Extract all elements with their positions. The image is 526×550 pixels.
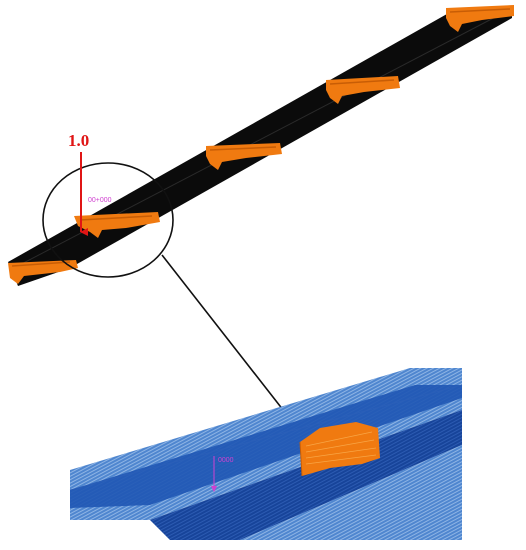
inset-load-marker — [211, 456, 217, 492]
inset-node-tag: 0000 — [218, 457, 234, 464]
inset-zoom-view — [69, 368, 463, 540]
node-tag-label: 00+000 — [88, 197, 112, 204]
connector-plate-3 — [206, 143, 282, 170]
zoom-circle — [42, 162, 174, 278]
connector-plate-2 — [74, 212, 160, 238]
inset-connector-plate — [299, 422, 380, 477]
connector-plate-1 — [8, 260, 78, 284]
connector-plate-5 — [446, 5, 514, 32]
inset-web-groove — [70, 385, 462, 508]
load-label: 1.0 — [68, 131, 89, 150]
connector-plate-4 — [326, 76, 400, 104]
